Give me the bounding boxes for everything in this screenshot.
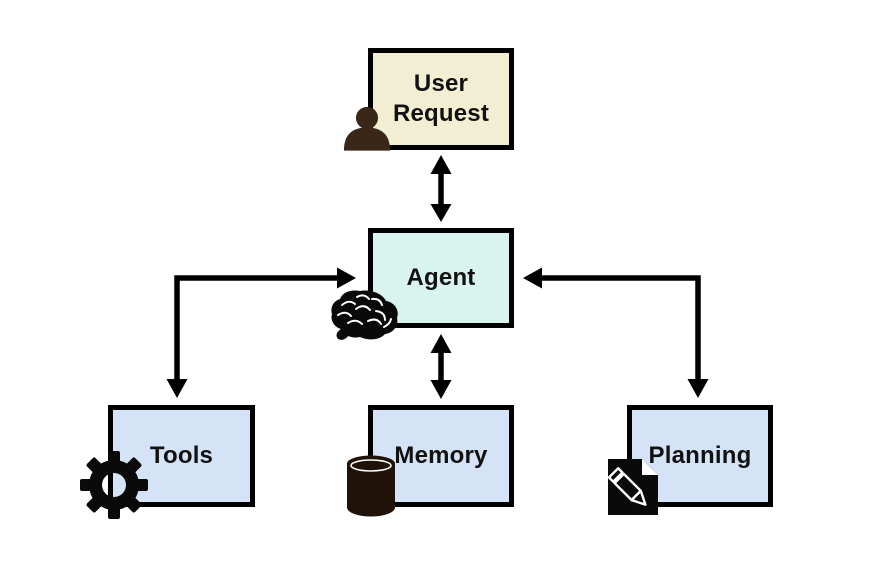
arrow-agent-tools bbox=[166, 267, 356, 398]
brain-icon bbox=[331, 290, 398, 340]
node-user-request: User Request bbox=[368, 48, 514, 150]
node-planning-label: Planning bbox=[648, 442, 752, 469]
person-icon bbox=[343, 106, 391, 151]
arrow-agent-memory bbox=[430, 334, 452, 399]
node-user-request-label: User Request bbox=[392, 70, 490, 127]
database-icon bbox=[347, 455, 395, 517]
arrow-user-request-agent bbox=[430, 155, 452, 222]
gear-icon bbox=[80, 451, 148, 519]
node-tools-label: Tools bbox=[149, 442, 214, 469]
node-memory-label: Memory bbox=[394, 442, 488, 469]
arrow-agent-planning bbox=[523, 267, 709, 398]
document-pencil-icon bbox=[607, 459, 658, 515]
node-agent-label: Agent bbox=[406, 264, 476, 291]
